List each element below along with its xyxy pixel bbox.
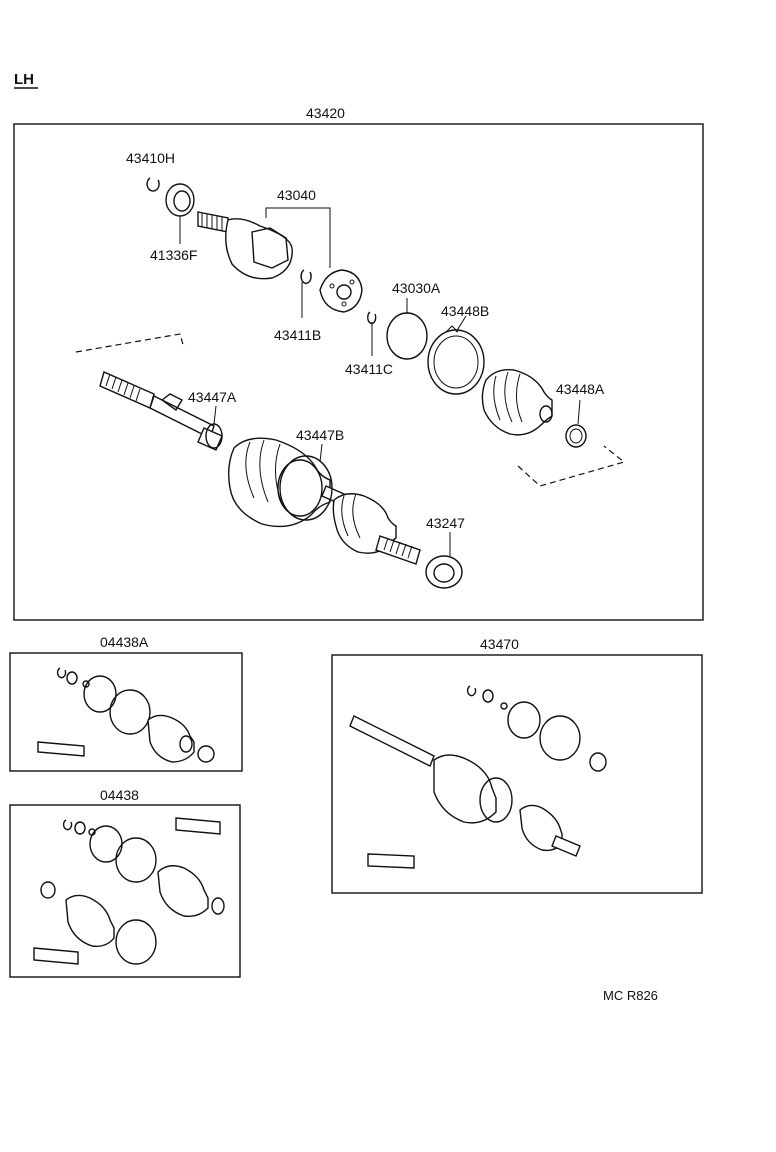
group-label-43470[interactable]: 43470 [480,636,519,652]
dust-seal-43247[interactable] [425,555,463,589]
assembly-guide-lines [75,333,626,487]
leader-43447B [319,443,323,463]
figure-code: MC R826 [603,988,658,1003]
snap-ring-43411B[interactable] [300,269,312,285]
boot-clamp-43447B[interactable] [279,455,333,521]
group-frame-04438A [9,652,243,772]
oil-seal-41336F[interactable] [165,183,195,217]
leader-43447A [213,405,217,425]
part-label-43447A[interactable]: 43447A [188,389,237,405]
snap-ring-43411C[interactable] [367,311,377,325]
leader-43448A [577,399,581,425]
leader-43040 [265,207,331,268]
inner-boot[interactable] [481,369,553,436]
part-label-41336F[interactable]: 41336F [150,247,197,263]
group-label-43420[interactable]: 43420 [306,105,345,121]
part-label-43030A[interactable]: 43030A [392,280,441,296]
kit-04438A-parts [37,667,215,763]
kit-04438-parts [33,817,225,965]
part-label-43247[interactable]: 43247 [426,515,465,531]
part-label-43410H[interactable]: 43410H [126,150,175,166]
group-frame-43420 [13,123,704,621]
ring-43030A[interactable] [386,312,428,360]
part-label-43447B[interactable]: 43447B [296,427,344,443]
group-label-04438A[interactable]: 04438A [100,634,149,650]
group-frame-04438 [9,804,241,978]
part-label-43411B[interactable]: 43411B [274,327,321,343]
boot-clamp-43448B[interactable] [427,325,485,395]
assembly-43470-parts [349,685,607,869]
group-label-04438[interactable]: 04438 [100,787,139,803]
group-frame-43470 [331,654,703,894]
outboard-joint-43040[interactable] [197,211,293,280]
leader-43448B [455,315,467,333]
side-label: LH [14,71,34,88]
part-label-43448B[interactable]: 43448B [441,303,489,319]
part-label-43040[interactable]: 43040 [277,187,316,203]
boot-clamp-43448A[interactable] [565,424,587,448]
part-label-43448A[interactable]: 43448A [556,381,605,397]
snap-ring-43410H[interactable] [146,177,160,192]
inner-race[interactable] [319,269,363,313]
drive-shaft-assembly[interactable] [99,371,421,565]
part-label-43411C[interactable]: 43411C [345,361,393,377]
